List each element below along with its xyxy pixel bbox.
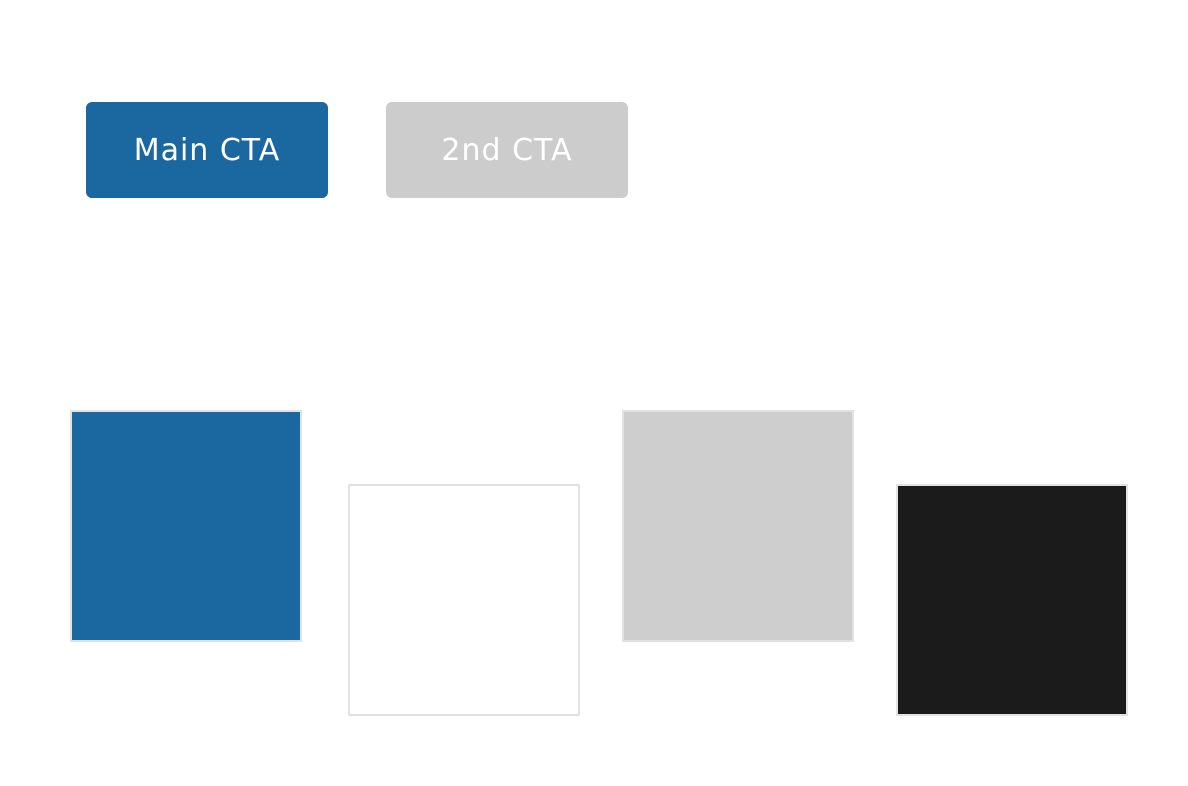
cta-button-row: Main CTA 2nd CTA <box>0 0 1188 300</box>
color-swatch-black <box>896 484 1128 716</box>
color-swatch-primary-blue <box>70 410 302 642</box>
secondary-cta-button[interactable]: 2nd CTA <box>386 102 628 198</box>
color-swatch-light-gray <box>622 410 854 642</box>
main-cta-button[interactable]: Main CTA <box>86 102 328 198</box>
color-swatch-white <box>348 484 580 716</box>
